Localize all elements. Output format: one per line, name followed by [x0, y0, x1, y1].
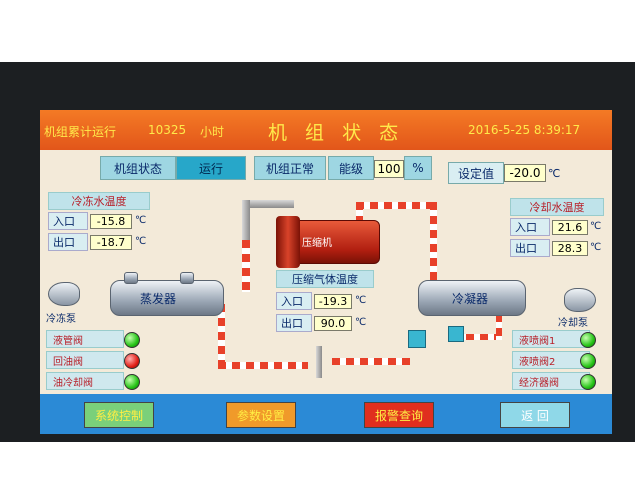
pipe-liquid-return — [332, 358, 410, 365]
cooling-inlet-value: 21.6 — [552, 220, 588, 235]
cooling-outlet-value: 28.3 — [552, 241, 588, 256]
chilled-inlet-label: 入口 — [48, 212, 88, 230]
cooling-pump-icon[interactable] — [564, 288, 596, 312]
valve-oil-return-label: 回油阀 — [46, 351, 124, 369]
chilled-outlet-value: -18.7 — [90, 235, 132, 250]
gas-inlet-unit: ℃ — [355, 295, 367, 306]
valve-economizer-lamp — [580, 374, 596, 390]
cooling-outlet-unit: ℃ — [590, 242, 602, 253]
system-control-button[interactable]: 系统控制 — [84, 402, 154, 428]
cooling-water-title: 冷却水温度 — [510, 198, 604, 216]
gas-outlet-unit: ℃ — [355, 317, 367, 328]
datetime: 2016-5-25 8:39:17 — [468, 123, 581, 137]
chilled-inlet-value: -15.8 — [90, 214, 132, 229]
gas-inlet-label: 入口 — [276, 292, 312, 310]
evaporator-nozzle — [124, 272, 138, 284]
pipe-condenser-drop — [496, 314, 502, 340]
valve-liquid-line-lamp — [124, 332, 140, 348]
chilled-water-title: 冷冻水温度 — [48, 192, 150, 210]
valve-liquid-injection-1-label: 液喷阀1 — [512, 330, 590, 348]
runtime-label: 机组累计运行 — [44, 125, 117, 139]
chilled-pump-icon[interactable] — [48, 282, 80, 306]
cooling-inlet-unit: ℃ — [590, 221, 602, 232]
cooling-outlet-label: 出口 — [510, 239, 550, 257]
compressed-gas-title: 压缩气体温度 — [276, 270, 374, 288]
level-unit: % — [404, 156, 432, 180]
pipe-evap-top — [242, 200, 294, 208]
valve-liquid-injection-1-lamp — [580, 332, 596, 348]
valve-economizer-label: 经济器阀 — [512, 372, 590, 390]
page-title: 机 组 状 态 — [268, 122, 405, 144]
cooling-inlet-label: 入口 — [510, 218, 550, 236]
runtime-unit: 小时 — [200, 125, 225, 139]
chilled-outlet-unit: ℃ — [135, 236, 147, 247]
condenser-vessel[interactable] — [418, 280, 526, 316]
chilled-pump-label: 冷冻泵 — [46, 314, 76, 325]
pipe-discharge-down — [430, 202, 437, 284]
condenser-label: 冷凝器 — [452, 292, 489, 306]
runtime-value: 10325 — [148, 123, 187, 137]
evaporator-label: 蒸发器 — [140, 292, 177, 306]
gas-inlet-value: -19.3 — [314, 294, 352, 309]
alarm-query-button[interactable]: 报警查询 — [364, 402, 434, 428]
hmi-screen: 机组累计运行 10325 小时 机 组 状 态 2016-5-25 8:39:1… — [40, 110, 612, 434]
pipe-liquid-left — [218, 304, 225, 368]
cooling-pump-label: 冷却泵 — [558, 318, 588, 329]
level-label: 能级 — [328, 156, 374, 180]
setpoint-label: 设定值 — [448, 162, 504, 184]
valve-liquid-line-label: 液管阀 — [46, 330, 124, 348]
setpoint-unit: ℃ — [548, 167, 561, 180]
pipe-condenser-out — [452, 334, 500, 340]
valve-liquid-injection-2-lamp — [580, 353, 596, 369]
level-value: 100 — [374, 160, 404, 178]
param-settings-button[interactable]: 参数设置 — [226, 402, 296, 428]
gas-outlet-value: 90.0 — [314, 316, 352, 331]
expansion-valve[interactable] — [408, 330, 426, 348]
chilled-inlet-unit: ℃ — [135, 215, 147, 226]
pipe-suction-striped — [242, 240, 250, 292]
pipe-liquid-bottom — [218, 362, 308, 369]
valve-oil-cooling-label: 油冷却阀 — [46, 372, 124, 390]
back-button[interactable]: 返 回 — [500, 402, 570, 428]
chilled-outlet-label: 出口 — [48, 233, 88, 251]
compressor-label: 压缩机 — [302, 238, 332, 249]
unit-state-value: 运行 — [176, 156, 246, 180]
unit-normal-label: 机组正常 — [254, 156, 326, 180]
pipe-discharge-up — [356, 202, 363, 232]
gas-outlet-label: 出口 — [276, 314, 312, 332]
valve-liquid-injection-2-label: 液喷阀2 — [512, 351, 590, 369]
unit-state-label: 机组状态 — [100, 156, 176, 180]
expansion-valve[interactable] — [448, 326, 464, 342]
pipe-drain — [316, 346, 322, 378]
valve-oil-cooling-lamp — [124, 374, 140, 390]
valve-oil-return-lamp — [124, 353, 140, 369]
setpoint-value[interactable]: -20.0 — [504, 164, 546, 182]
header-bar: 机组累计运行 10325 小时 机 组 状 态 2016-5-25 8:39:1… — [40, 110, 612, 150]
evaporator-vessel[interactable] — [110, 280, 224, 316]
pipe-discharge-top — [356, 202, 436, 209]
footer-bar: 系统控制 参数设置 报警查询 返 回 — [40, 394, 612, 434]
evaporator-nozzle — [180, 272, 194, 284]
compressor-motor — [276, 216, 300, 268]
